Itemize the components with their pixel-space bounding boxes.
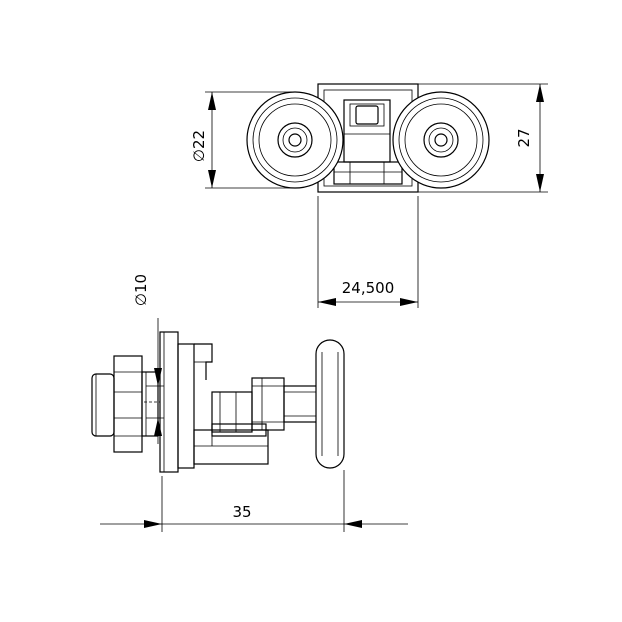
dim-diameter-22-label: ∅22 (190, 130, 208, 162)
bottom-slider (333, 161, 403, 185)
center-bracket-inner (349, 103, 385, 127)
dim-height-27: 27 (418, 83, 548, 193)
wheel-side (315, 339, 345, 469)
plate-back (177, 343, 195, 469)
dim-diameter-22: ∅22 (190, 91, 295, 189)
dim-spacing: 24,500 (317, 196, 419, 308)
lower-slider (193, 429, 269, 465)
center-bracket (343, 99, 391, 163)
side-view: ∅10 35 (91, 274, 408, 532)
right-wheel (392, 91, 490, 189)
axle-shaft (283, 385, 319, 423)
dim-diameter-10-label: ∅10 (132, 274, 150, 306)
dim-depth-35-label: 35 (232, 503, 251, 521)
nut (113, 355, 143, 453)
washer (141, 371, 159, 437)
top-view: ∅22 27 24,500 (190, 83, 548, 308)
mounting-plate (159, 331, 179, 473)
center-bolt (355, 105, 379, 125)
bolt-head (91, 373, 115, 437)
dim-height-27-label: 27 (515, 128, 533, 147)
dim-diameter-10: ∅10 (132, 274, 164, 444)
axle-block (211, 391, 253, 433)
dim-depth-35: 35 (100, 470, 408, 532)
dim-spacing-label: 24,500 (342, 279, 395, 297)
left-wheel (246, 91, 344, 189)
